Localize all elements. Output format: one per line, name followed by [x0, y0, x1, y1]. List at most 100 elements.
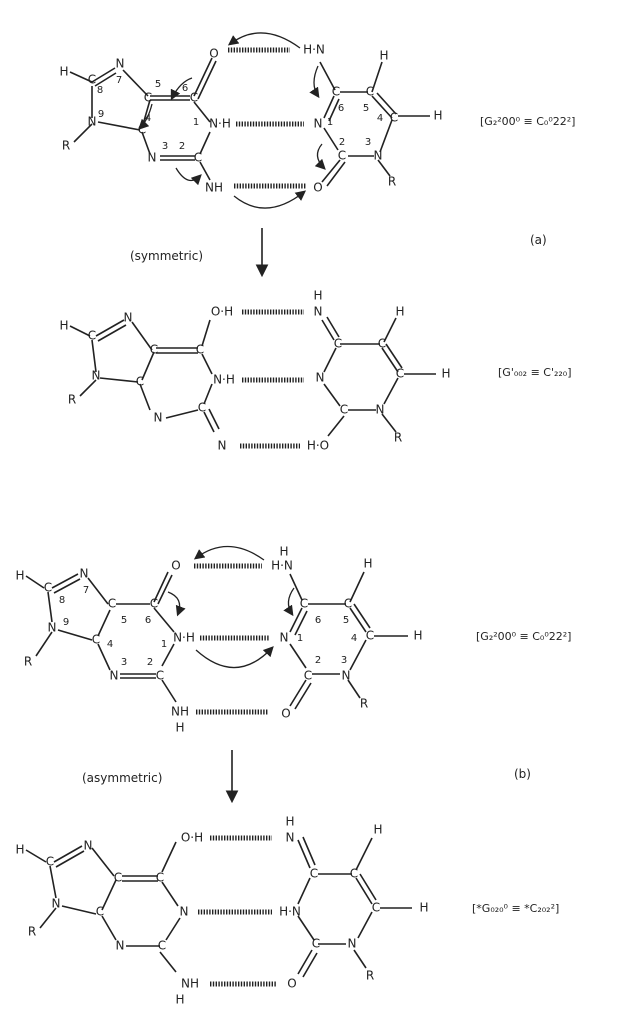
ring-number-4: 4	[145, 113, 151, 124]
atom-C6: C	[150, 597, 158, 611]
atom-R-cyt: R	[366, 969, 374, 983]
atom-N1H: N·H	[173, 631, 195, 645]
atom-N1: N	[180, 905, 189, 919]
ring-number-9: 9	[98, 109, 104, 120]
ring-number-3: 3	[162, 141, 168, 152]
ring-number-cyt-1: 1	[297, 633, 303, 644]
atom-N3: N	[154, 411, 163, 425]
atom-N9: N	[92, 369, 101, 383]
atom-N-cyt-3: N	[374, 149, 383, 163]
ring-number-2: 2	[179, 141, 185, 152]
panel-b-bottom-notation: [*G₀₂₀⁰ ≡ *C₂₀₂²]	[472, 902, 559, 915]
atom-N7: N	[80, 567, 89, 581]
atom-O-cyt: O	[281, 707, 290, 721]
atom-N1H: N·H	[213, 373, 235, 387]
atom-C8: C	[44, 581, 52, 595]
ring-number-7: 7	[116, 75, 122, 86]
atom-C-cyt-2: C	[304, 669, 312, 683]
atom-C4: C	[96, 905, 104, 919]
atom-C-cyt-4: C	[310, 867, 318, 881]
atom-H-cyt-N4: H	[313, 289, 322, 303]
atom-R: R	[68, 393, 76, 407]
atom-C8: C	[46, 855, 54, 869]
atom-R-cyt: R	[388, 175, 396, 189]
atom-O-cyt: O	[287, 977, 296, 991]
atom-C-cyt-6: C	[396, 367, 404, 381]
ring-number-cyt-2: 2	[339, 137, 345, 148]
atom-H-cyt-5: H	[379, 49, 388, 63]
ring-number-cyt-3: 3	[341, 655, 347, 666]
panel-b-top-notation: [G₂²00⁰ ≡ C₀⁰22²]	[476, 630, 571, 643]
atom-C6: C	[156, 871, 164, 885]
atom-C-cyt-6: C	[332, 85, 340, 99]
atom-C5: C	[114, 871, 122, 885]
panel-a-bottom-structure: H C N N R C C O·H C N·H C N N H N C C H …	[59, 289, 450, 453]
atom-C2: C	[194, 151, 202, 165]
atom-N2H: NH	[205, 181, 223, 195]
atom-H-N2: H	[175, 993, 184, 1007]
ring-number-cyt-6: 6	[315, 615, 321, 626]
atom-C-cyt-2: C	[312, 937, 320, 951]
atom-C-cyt-2: C	[338, 149, 346, 163]
ring-number-5: 5	[121, 615, 127, 626]
atom-C2: C	[198, 401, 206, 415]
atom-C5: C	[150, 343, 158, 357]
atom-OH6: O·H	[211, 305, 233, 319]
atom-O-cyt: O	[313, 181, 322, 195]
atom-R-cyt: R	[394, 431, 402, 445]
ring-number-8: 8	[97, 85, 103, 96]
atom-H: H	[15, 569, 24, 583]
panel-a-transition: (symmetric)	[130, 249, 203, 263]
atom-NH2: NH	[181, 977, 199, 991]
atom-H-cyt-5: H	[363, 557, 372, 571]
atom-HN3: H·N	[279, 905, 301, 919]
atom-N4: N	[286, 831, 295, 845]
ring-number-6: 6	[145, 615, 151, 626]
atom-C-cyt-4: C	[334, 337, 342, 351]
panel-b-label: (b)	[514, 767, 531, 781]
atom-R: R	[62, 139, 70, 153]
atom-C2: C	[156, 669, 164, 683]
atom-C-cyt-6: C	[372, 901, 380, 915]
atom-H-cyt-N4: H	[279, 545, 288, 559]
atom-H: H	[59, 65, 68, 79]
atom-C-cyt-6: C	[300, 597, 308, 611]
atom-C5: C	[144, 91, 152, 105]
atom-C-cyt-4: C	[390, 111, 398, 125]
atom-N-cyt-1: N	[348, 937, 357, 951]
atom-O6: O	[171, 559, 180, 573]
atom-R: R	[28, 925, 36, 939]
ring-number-6: 6	[182, 83, 188, 94]
atom-H-cyt-4: H	[413, 629, 422, 643]
atom-N7: N	[84, 839, 93, 853]
atom-C4: C	[136, 375, 144, 389]
ring-number-5: 5	[155, 79, 161, 90]
atom-N-cyt-1: N	[280, 631, 289, 645]
atom-H-cyt-4: H	[433, 109, 442, 123]
ring-number-8: 8	[59, 595, 65, 606]
atom-N-cyt-3: N	[316, 371, 325, 385]
ring-number-cyt-5: 5	[343, 615, 349, 626]
atom-N-cyt-1: N	[376, 403, 385, 417]
atom-N7: N	[124, 311, 133, 325]
panel-b-bottom-structure: H C N N R C C O·H C N C N NH H H N C C H…	[15, 815, 428, 1007]
atom-N9: N	[48, 621, 57, 635]
atom-C2: C	[158, 939, 166, 953]
panel-a-top-notation: [G₂²00⁰ ≡ C₀⁰22²]	[480, 115, 575, 128]
atom-H: H	[15, 843, 24, 857]
ring-number-1: 1	[161, 639, 167, 650]
atom-N4: N	[314, 305, 323, 319]
atom-N-cyt-3: N	[342, 669, 351, 683]
atom-R: R	[24, 655, 32, 669]
atom-N1H: N·H	[209, 117, 231, 131]
ring-number-cyt-1: 1	[327, 117, 333, 128]
ring-number-cyt-5: 5	[363, 103, 369, 114]
atom-N3: N	[110, 669, 119, 683]
atom-N2H: NH	[171, 705, 189, 719]
ring-number-cyt-6: 6	[338, 103, 344, 114]
atom-H-N2: H	[175, 721, 184, 735]
atom-O6: O	[209, 47, 218, 61]
atom-N9: N	[88, 115, 97, 129]
atom-HO-cyt: H·O	[307, 439, 329, 453]
panel-a-top-structure: H C N N R C C O C N·H C N NH H·N C C H C…	[59, 32, 443, 209]
